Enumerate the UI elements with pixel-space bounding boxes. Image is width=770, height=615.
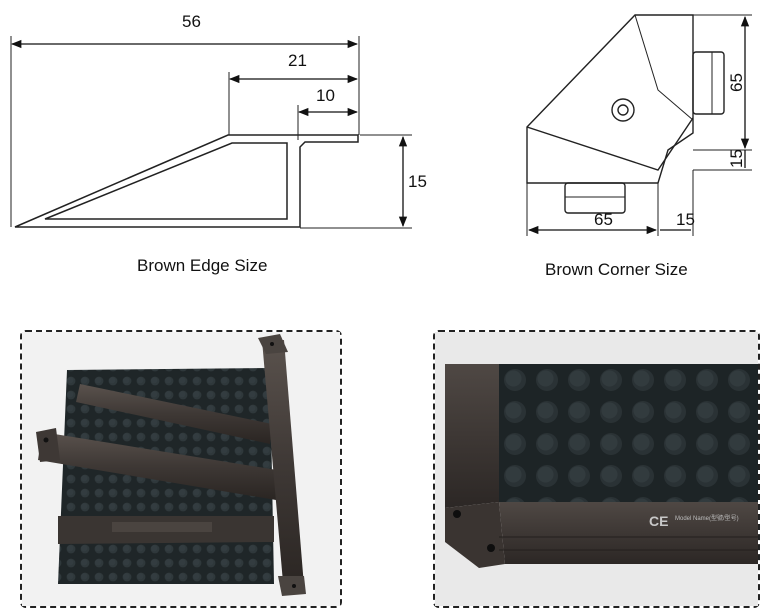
edge-bar-middle: [38, 432, 277, 500]
ce-mark: CE: [649, 513, 668, 529]
mat-closeup: [499, 364, 758, 502]
bottom-edge-strip: [499, 502, 758, 564]
edge-profile-drawing: [10, 36, 412, 229]
corner-hole-1: [453, 510, 461, 518]
edge-profile-outline: [14, 134, 359, 228]
corner-outline: [526, 14, 694, 184]
corner-closeup-photo: CE Model Name(型號/型号): [435, 332, 758, 606]
dim-10-text: 10: [316, 86, 335, 105]
edge-dimension-lines: [10, 39, 408, 228]
edge-profile-inner: [44, 142, 288, 220]
photo-frame-left: [20, 330, 342, 608]
edge-bar-top: [76, 384, 272, 444]
model-name-label: Model Name(型號/型号): [675, 514, 739, 522]
corner-dimension-lines: [527, 15, 750, 235]
edge-caption: Brown Edge Size: [137, 256, 268, 275]
corner-dim-65-vertical-text: 65: [727, 73, 746, 92]
photo-frame-right: CE Model Name(型號/型号): [433, 330, 760, 608]
left-edge-strip: [445, 364, 499, 508]
corner-caption: Brown Corner Size: [545, 260, 688, 279]
corner-drawing: [526, 14, 752, 236]
corner-dim-15-vertical-text: 15: [727, 149, 746, 168]
corner-plug-right: [692, 51, 725, 115]
edge-bar-end-cap: [36, 428, 60, 462]
mat-with-edges-photo: [22, 332, 340, 606]
corner-screw-hole: [611, 98, 635, 122]
corner-dim-65-horizontal-text: 65: [594, 210, 613, 229]
corner-diagonal-top: [634, 14, 694, 121]
corner-dim-15-horizontal-text: 15: [676, 210, 695, 229]
edge-bar-vertical: [262, 340, 304, 594]
corner-hole-2: [487, 544, 495, 552]
dim-21-text: 21: [288, 51, 307, 70]
corner-diagonal-face: [526, 117, 694, 171]
dim-56-text: 56: [182, 12, 201, 31]
corner-plug-bottom: [564, 182, 626, 214]
dim-15-text: 15: [408, 172, 427, 191]
front-edge-label: [112, 522, 212, 532]
